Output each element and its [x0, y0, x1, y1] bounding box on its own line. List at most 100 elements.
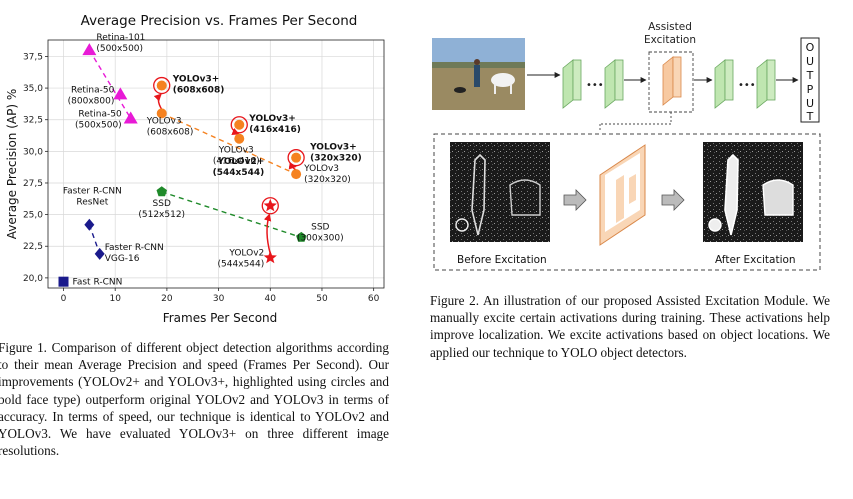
x-axis-label: Frames Per Second: [163, 311, 278, 325]
x-tick-label: 50: [316, 294, 328, 304]
series-lines: [88, 49, 302, 255]
point-yolov3plus-608: [156, 80, 167, 91]
point-yolov3-608: [156, 108, 167, 119]
excitation-layer: [662, 56, 682, 106]
conv-layer-2: [604, 59, 624, 109]
point-yolov3-320: [291, 169, 302, 180]
point-label: Faster R-CNN: [63, 187, 122, 197]
point-faster-rcnn-resnet: [84, 218, 95, 231]
highlight-ring: [261, 197, 279, 215]
point-fast-rcnn: [58, 276, 69, 287]
output-letter: U: [806, 97, 814, 110]
y-tick-label: 20,0: [23, 274, 43, 284]
point-label: (512x512): [138, 210, 185, 220]
x-tick-label: 60: [368, 294, 380, 304]
improvement-arrow: [153, 93, 163, 110]
conv-layer-3: [714, 59, 734, 109]
point-ssd-300: [296, 231, 307, 242]
point-yolov2plus: [263, 198, 277, 212]
y-tick-label: 25,0: [23, 211, 43, 221]
output-letter: P: [807, 83, 814, 96]
conv-layer-4: [756, 59, 776, 109]
highlight-ring: [153, 76, 171, 95]
y-tick-label: 30,0: [23, 147, 43, 157]
ellipsis-2: •••: [738, 80, 756, 91]
output-letter: O: [806, 41, 815, 54]
point-faster-rcnn-vgg: [94, 247, 105, 260]
point-retina-50-800: [113, 87, 128, 100]
point-retina-50-500: [123, 111, 138, 124]
figure2-caption: Figure 2. An illustration of our propose…: [430, 293, 830, 360]
detail-panel: [433, 133, 821, 271]
output-letter: U: [806, 55, 814, 68]
x-axis-ticks: 0 10 20 30 40 50 60: [61, 288, 380, 304]
conv-layer-1: [562, 59, 582, 109]
x-tick-label: 40: [265, 294, 277, 304]
point-label: (544x544): [213, 168, 265, 178]
point-label: (608x608): [173, 86, 225, 96]
point-label: Retina-50: [78, 109, 122, 119]
point-label: YOLOv3+: [172, 75, 220, 85]
figure1-chart: Average Precision vs. Frames Per Second …: [5, 13, 385, 325]
x-tick-label: 30: [213, 294, 225, 304]
y-axis-label: Average Precision (AP) %: [5, 89, 19, 239]
data-points: [58, 43, 307, 287]
output-letter: T: [806, 110, 814, 123]
point-labels: Retina-101(500x500)Retina-50(800x800)Ret…: [63, 33, 362, 288]
chart-title: Average Precision vs. Frames Per Second: [81, 13, 358, 29]
x-tick-label: 20: [161, 294, 173, 304]
y-axis-ticks: 20,022,525,027,530,032,535,037,5: [23, 52, 48, 284]
point-label: YOLOv2: [228, 249, 264, 259]
point-label: YOLOv3+: [248, 114, 296, 124]
point-yolov3-416: [234, 133, 245, 144]
chart-grid: [48, 40, 384, 288]
location-mask: [599, 144, 646, 246]
point-label: (300x300): [297, 233, 344, 243]
point-label: YOLOv3: [218, 146, 254, 156]
point-label: (608x608): [147, 127, 194, 137]
after-activation-map: [703, 142, 803, 242]
point-label: (320x320): [304, 175, 351, 185]
input-photo: [432, 38, 525, 110]
point-label: (500x500): [75, 120, 122, 130]
improvement-arrow: [263, 213, 272, 254]
point-label: YOLOv3: [146, 116, 182, 126]
point-label: Retina-50: [71, 85, 115, 95]
point-label: YOLOv3+: [309, 143, 357, 153]
assisted-label-line1: Assisted: [648, 21, 692, 33]
point-label: (416x416): [249, 125, 301, 135]
series-dashed-line: [88, 49, 132, 119]
x-tick-label: 0: [61, 294, 67, 304]
point-label: YOLOv2+: [217, 157, 265, 167]
point-label: Retina-101: [96, 33, 145, 43]
point-label: ResNet: [76, 198, 108, 208]
output-letter: T: [806, 69, 814, 82]
point-label: Faster R-CNN: [105, 243, 164, 253]
point-label: (500x500): [96, 44, 143, 54]
y-tick-label: 37,5: [23, 52, 43, 62]
assisted-label-line2: Excitation: [644, 34, 696, 46]
ellipsis-1: •••: [586, 80, 604, 91]
series-dashed-line: [161, 191, 302, 239]
point-label: Fast R-CNN: [73, 278, 123, 288]
figure1-caption: Figure 1. Comparison of different object…: [0, 340, 389, 459]
series-dashed-line: [161, 112, 297, 175]
figure2-diagram: ••• ••• Assisted Excitation O U T P U: [432, 21, 821, 271]
point-label: YOLOv3: [303, 164, 339, 174]
before-to-mask-arrow: [563, 189, 587, 211]
point-label: (800x800): [68, 96, 115, 106]
y-tick-label: 27,5: [23, 179, 43, 189]
point-yolov3plus-416: [234, 119, 245, 130]
point-label: SSD: [311, 222, 329, 232]
output-box: O U T P U T: [800, 37, 820, 123]
point-label: (320x320): [310, 154, 362, 164]
point-label: SSD: [153, 199, 171, 209]
x-tick-label: 10: [109, 294, 121, 304]
point-ssd-512: [156, 186, 167, 197]
after-excitation-label: After Excitation: [715, 254, 796, 266]
before-activation-map: [450, 142, 550, 242]
point-yolov3plus-320: [291, 152, 302, 163]
point-label: (544x544): [218, 260, 265, 270]
y-tick-label: 32,5: [23, 116, 43, 126]
point-yolov2: [263, 250, 277, 264]
